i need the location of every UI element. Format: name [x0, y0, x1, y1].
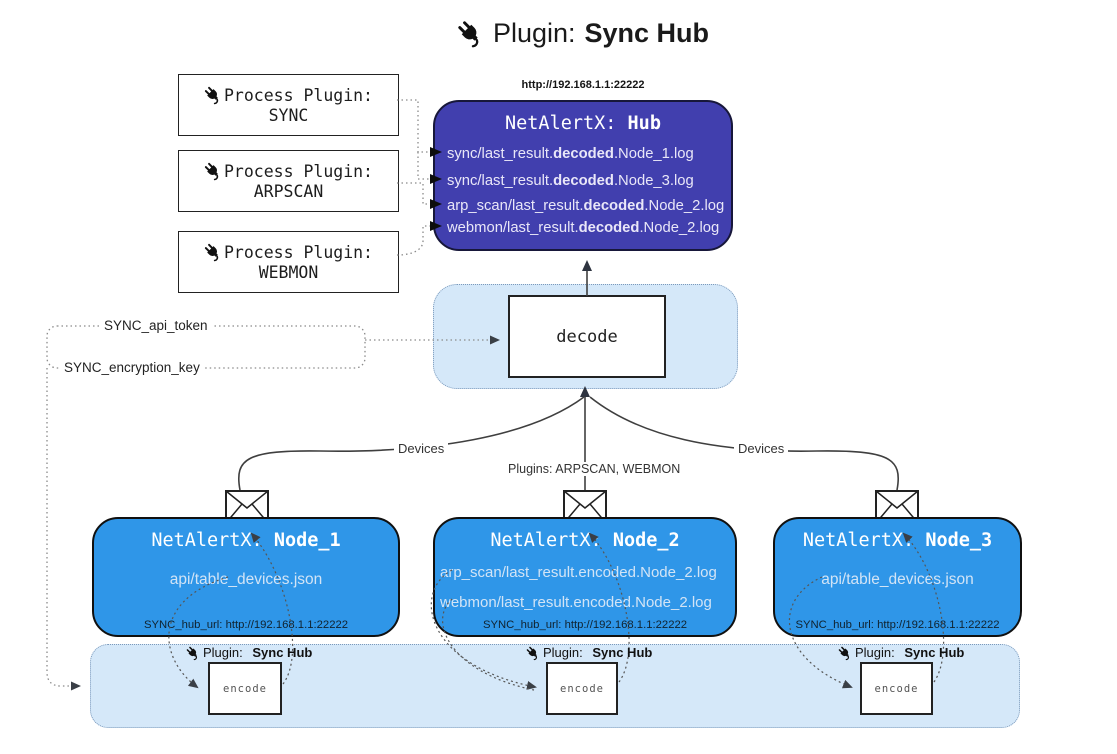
hub-title: NetAlertX: Hub [435, 113, 731, 134]
sync-encryption-key-label: SYNC_encryption_key [60, 360, 204, 375]
encoder-plugin-label: Plugin: Sync Hub [838, 645, 964, 660]
plug-icon [200, 158, 225, 183]
process-plugin-heading: Process Plugin: [204, 86, 373, 105]
process-plugin-name: SYNC [268, 105, 309, 125]
hub-log-row: sync/last_result.decoded.Node_1.log [447, 146, 694, 162]
encoder-plugin-label: Plugin: Sync Hub [186, 645, 312, 660]
node-hub-url: SYNC_hub_url: http://192.168.1.1:22222 [795, 619, 1000, 631]
devices-label-left: Devices [394, 441, 449, 456]
process-plugin-label: Process Plugin: [223, 161, 373, 181]
process-plugin-heading: Process Plugin: [204, 243, 373, 262]
title-prefix: Plugin: [492, 18, 576, 48]
node-title: NetAlertX: Node_2 [490, 530, 680, 551]
node-hub-url: SYNC_hub_url: http://192.168.1.1:22222 [143, 619, 349, 631]
devices-label-right: Devices [734, 441, 789, 456]
process-plugin-name: WEBMON [258, 262, 319, 282]
node-file: api/table_devices.json [169, 571, 323, 588]
plug-icon [200, 239, 225, 264]
hub-log-row: arp_scan/last_result.decoded.Node_2.log [447, 198, 725, 214]
plug-icon [451, 14, 489, 52]
diagram-title: Plugin: Sync Hub [333, 18, 833, 49]
node-title: NetAlertX: Node_1 [151, 530, 341, 551]
plug-icon [835, 643, 855, 663]
title-name: Sync Hub [584, 18, 710, 48]
node-file: api/table_devices.json [821, 571, 974, 588]
plug-icon [183, 643, 203, 663]
plug-icon [523, 643, 543, 663]
process-plugin-name: ARPSCAN [253, 181, 324, 201]
hub-log-row: webmon/last_result.decoded.Node_2.log [447, 220, 720, 236]
plug-icon [200, 82, 225, 107]
process-plugin-sync: Process Plugin: SYNC [178, 74, 399, 136]
decode-box: decode [508, 295, 666, 378]
hub-box: NetAlertX: Hub sync/last_result.decoded.… [433, 100, 733, 251]
encode-box: encode [546, 662, 618, 715]
encode-box: encode [860, 662, 933, 715]
node-file: arp_scan/last_result.encoded.Node_2.log [440, 564, 717, 581]
node-title: NetAlertX: Node_3 [802, 530, 993, 551]
process-plugin-heading: Process Plugin: [204, 162, 373, 181]
encode-box: encode [208, 662, 282, 715]
node-1-box: NetAlertX: Node_1 api/table_devices.json… [92, 517, 400, 637]
hub-log-row: sync/last_result.decoded.Node_3.log [447, 173, 694, 189]
process-plugin-label: Process Plugin: [223, 85, 373, 105]
process-plugin-label: Process Plugin: [223, 242, 373, 262]
process-plugin-webmon: Process Plugin: WEBMON [178, 231, 399, 293]
hub-title-prefix: NetAlertX: [505, 113, 617, 134]
process-plugin-arpscan: Process Plugin: ARPSCAN [178, 150, 399, 212]
sync-api-token-label: SYNC_api_token [100, 318, 212, 333]
node-file: webmon/last_result.encoded.Node_2.log [440, 594, 712, 611]
node-3-box: NetAlertX: Node_3 api/table_devices.json… [773, 517, 1022, 637]
encoder-plugin-label: Plugin: Sync Hub [526, 645, 652, 660]
hub-url: http://192.168.1.1:22222 [521, 79, 645, 91]
node-hub-url: SYNC_hub_url: http://192.168.1.1:22222 [482, 619, 688, 631]
hub-title-name: Hub [627, 113, 661, 134]
node-2-box: NetAlertX: Node_2 arp_scan/last_result.e… [433, 517, 737, 637]
plugins-edge-label: Plugins: ARPSCAN, WEBMON [504, 462, 685, 476]
